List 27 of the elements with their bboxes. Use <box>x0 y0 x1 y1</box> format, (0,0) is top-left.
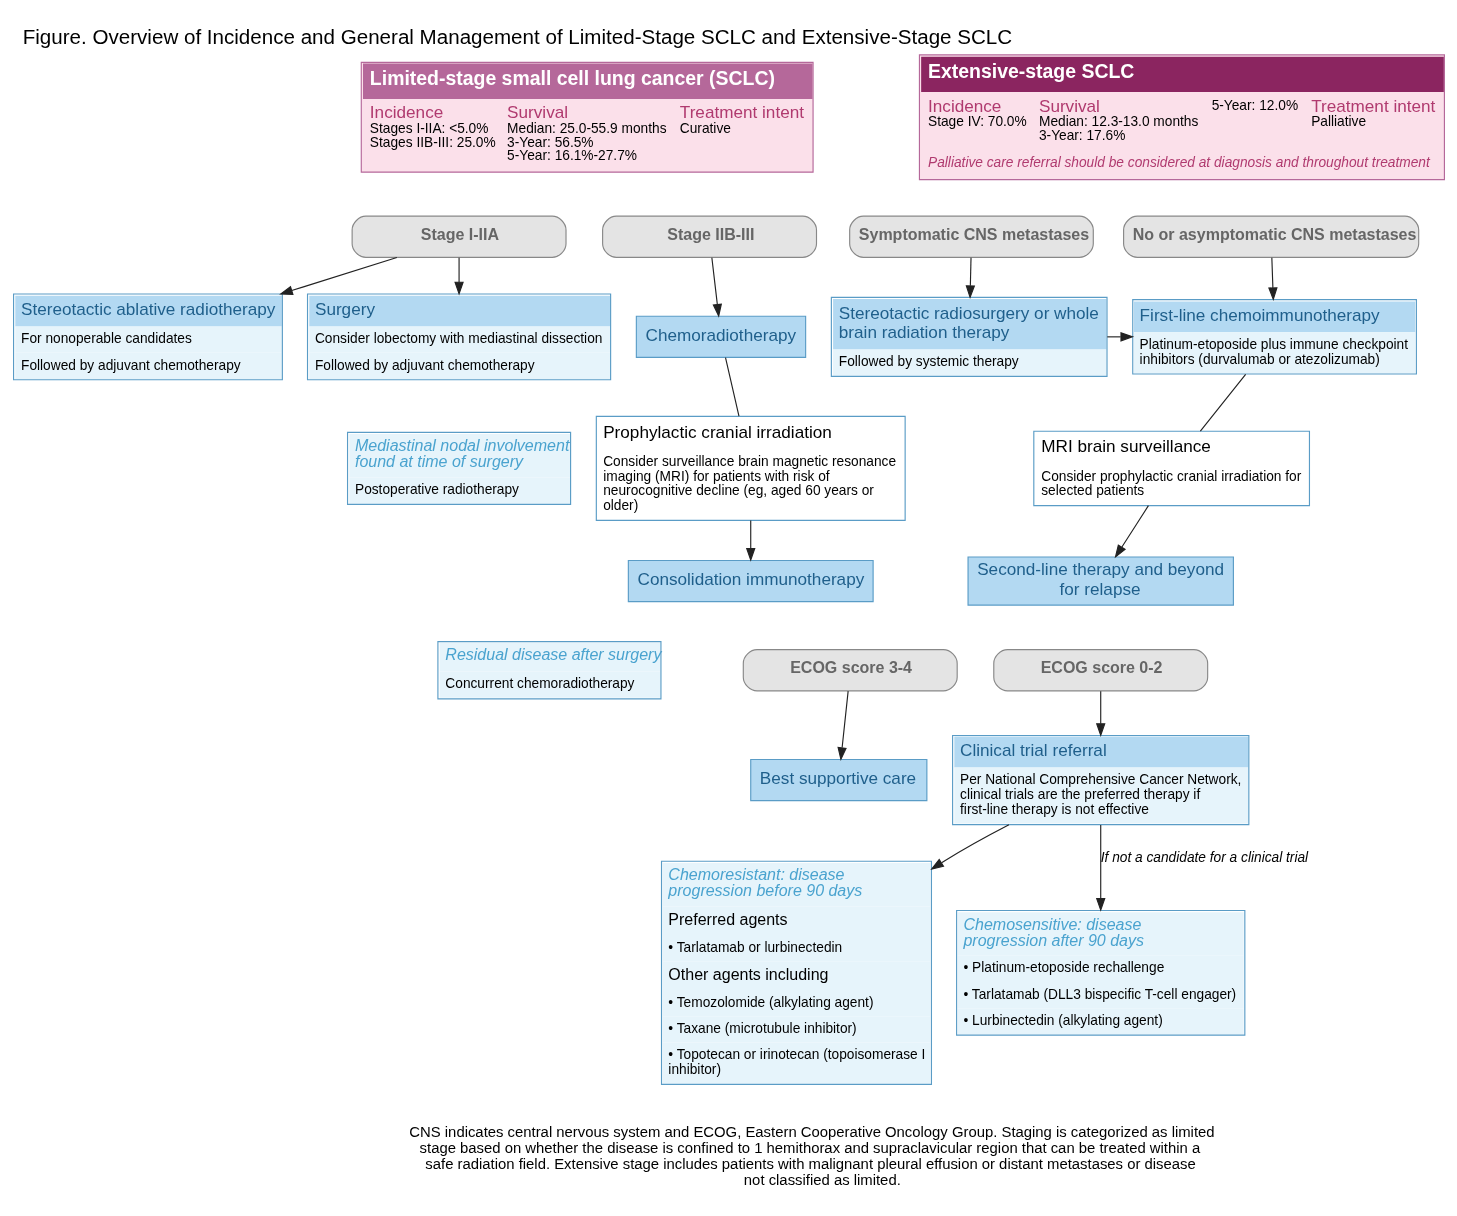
arrow <box>710 256 722 318</box>
arrow <box>453 256 464 295</box>
node-box: Best supportive care <box>749 758 927 801</box>
node-box: No or asymptomatic CNS metastases <box>1122 215 1419 258</box>
arrow <box>1106 331 1134 342</box>
node-box: Stage I-IIA <box>351 215 567 258</box>
edge-label: If not a candidate for a clinical trial <box>1100 849 1308 865</box>
arrow <box>278 256 397 295</box>
node-box: ECOG score 0-2 <box>992 648 1208 691</box>
node-box: Stage IIB-III <box>601 215 817 258</box>
arrow <box>929 823 1010 870</box>
arrow <box>1267 256 1278 301</box>
arrow <box>1114 504 1149 558</box>
arrow <box>1095 823 1106 912</box>
connector <box>724 356 740 417</box>
node-box: Consolidation immunotherapy <box>627 559 874 602</box>
caption: CNS indicates central nervous system and ECOG, Eastern Cooperative Oncology Group. Staging is categorized as limited stage based on whether the disease is confined to 1 hemithorax and supraclavicular region that can be treated within a safe radiation field. Extensive stage includes patients with malignant pleural effusion or distant metastases or disease not classified as limited. <box>408 1123 1215 1188</box>
node-box: Chemoradiotherapy <box>635 315 806 358</box>
diagram-title: Figure. Overview of Incidence and General Management of Limited-Stage SCLC and Extensive-Stage SCLC <box>22 24 1012 48</box>
node-box: Second-line therapy and beyond for relapse <box>966 555 1234 606</box>
node-box: Symptomatic CNS metastases <box>848 215 1094 258</box>
arrow <box>836 690 849 761</box>
arrow <box>965 256 975 299</box>
arrow <box>1095 690 1106 737</box>
connector <box>1199 373 1246 432</box>
arrow <box>745 519 756 562</box>
node-box: ECOG score 3-4 <box>742 648 958 691</box>
